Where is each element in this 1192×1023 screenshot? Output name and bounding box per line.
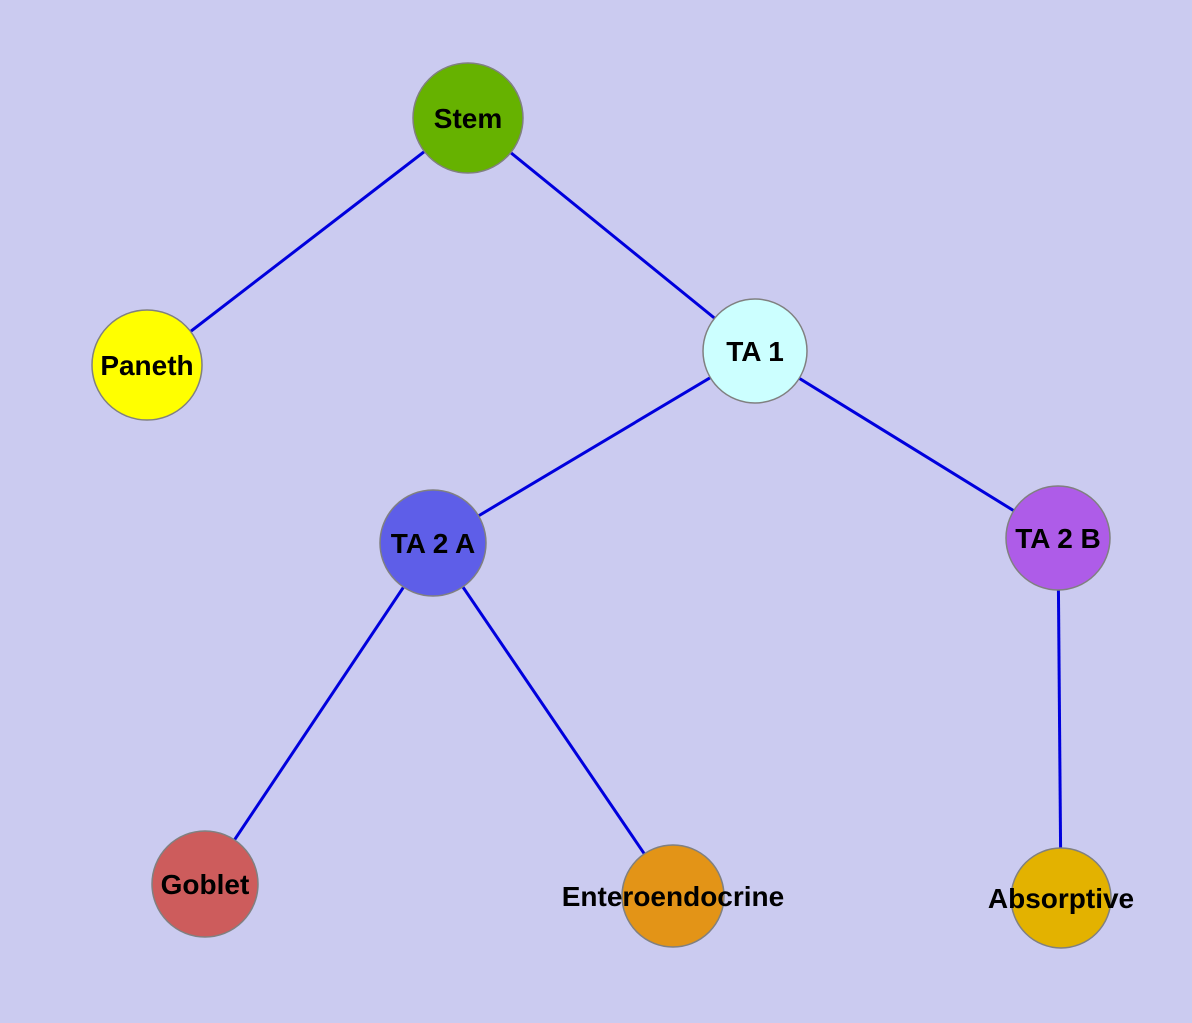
edge-ta1-ta2a[interactable] [432, 349, 756, 545]
node-goblet[interactable] [151, 830, 259, 938]
node-enteroendocrine[interactable] [621, 844, 725, 948]
edge-ta2b-absorptive[interactable] [1056, 537, 1063, 899]
edge-stem-paneth[interactable] [146, 116, 469, 367]
node-stem[interactable] [412, 62, 524, 174]
node-ta2b[interactable] [1005, 485, 1111, 591]
edge-ta1-ta2b[interactable] [754, 349, 1059, 540]
node-absorptive[interactable] [1010, 847, 1112, 949]
node-paneth[interactable] [91, 309, 203, 421]
node-ta2a[interactable] [379, 489, 487, 597]
node-ta1[interactable] [702, 298, 808, 404]
edge-ta2a-enteroendocrine[interactable] [431, 542, 675, 897]
edge-ta2a-goblet[interactable] [203, 542, 435, 885]
edge-stem-ta1[interactable] [467, 116, 756, 353]
